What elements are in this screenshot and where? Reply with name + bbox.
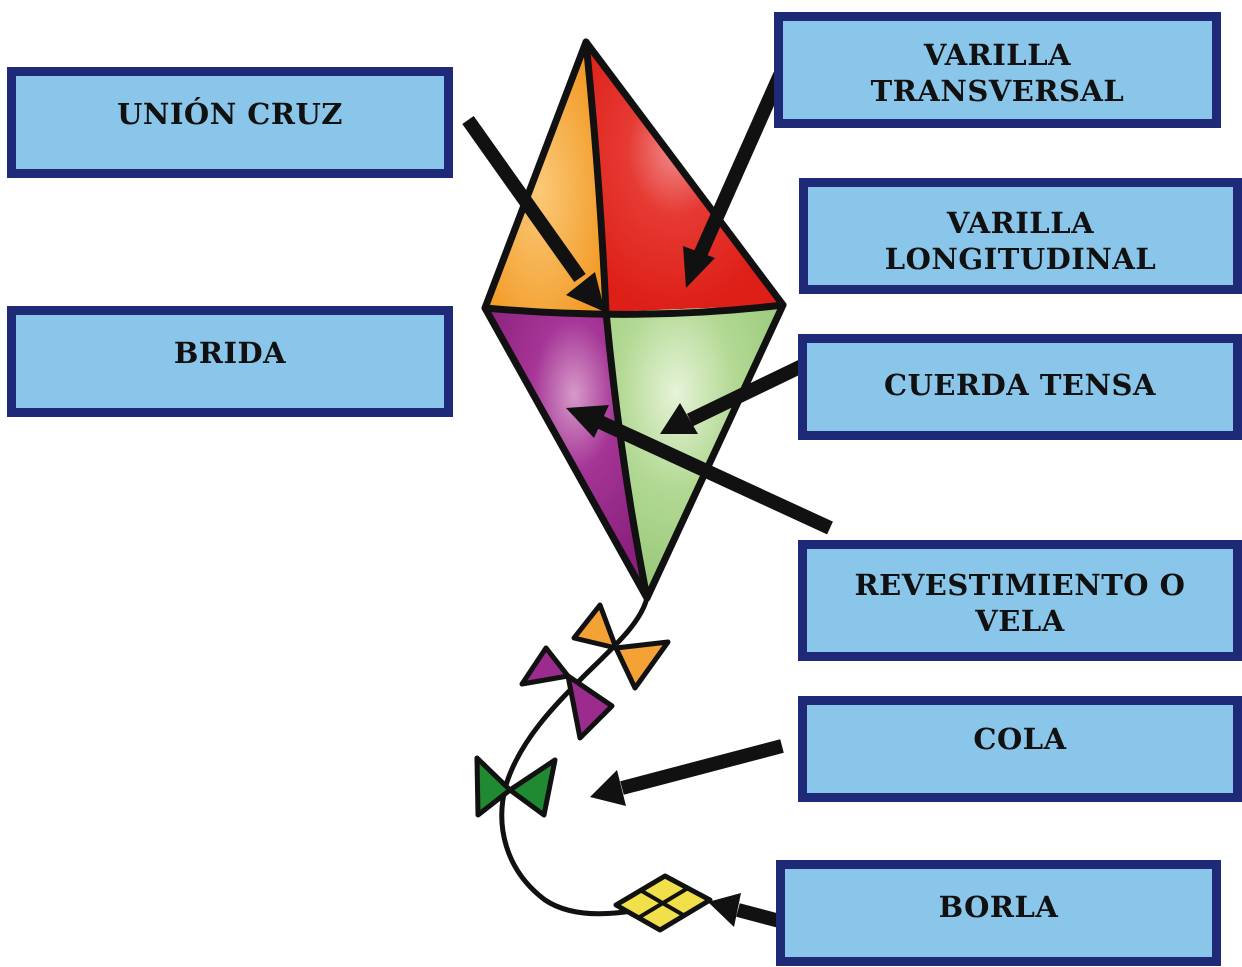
label-union-cruz-text: UNIÓN CRUZ [117, 97, 343, 131]
pointer-arrows [462, 72, 833, 935]
label-cuerda-tensa-text: CUERDA TENSA [884, 368, 1156, 402]
arrow-revestimiento [566, 405, 833, 535]
label-brida-text: BRIDA [173, 336, 287, 370]
arrow-union-cruz [462, 115, 605, 312]
label-varilla-longitudinal: VARILLA LONGITUDINAL [799, 178, 1242, 294]
arrow-cola [590, 739, 784, 806]
label-cola-text: COLA [973, 722, 1067, 756]
kite-sail [481, 38, 787, 602]
kite-transverse-spar [481, 301, 787, 318]
label-revestimiento-o-vela: REVESTIMIENTO O VELA [798, 540, 1242, 661]
label-varilla-transversal-text: VARILLA TRANSVERSAL [870, 38, 1125, 108]
label-revestimiento-text: REVESTIMIENTO O VELA [854, 568, 1186, 638]
label-brida: BRIDA [7, 306, 453, 417]
sail-panel-orange [485, 42, 606, 312]
tail-bow-purple [519, 645, 615, 741]
arrow-varilla-transversal [683, 72, 787, 288]
label-cola: COLA [798, 696, 1242, 802]
tail-tassel [613, 873, 713, 933]
label-borla-text: BORLA [938, 890, 1059, 924]
sail-panel-green [606, 305, 783, 598]
label-borla: BORLA [776, 860, 1221, 966]
label-union-cruz: UNIÓN CRUZ [7, 67, 453, 178]
tail-bow-orange [571, 602, 671, 691]
tail-bow-green [474, 755, 558, 818]
label-varilla-longitudinal-text: VARILLA LONGITUDINAL [884, 206, 1157, 276]
arrow-cuerda-tensa [660, 357, 810, 434]
label-cuerda-tensa: CUERDA TENSA [798, 334, 1242, 440]
label-varilla-transversal: VARILLA TRANSVERSAL [774, 12, 1221, 128]
